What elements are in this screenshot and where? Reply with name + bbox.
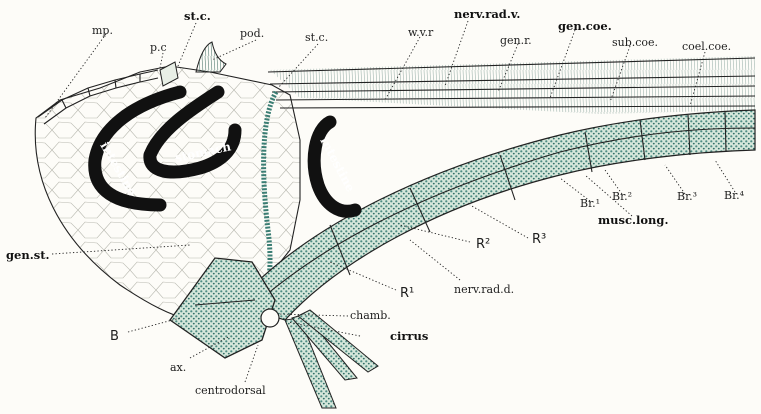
label-Br3: Br.³	[677, 190, 697, 203]
label-R1: R¹	[400, 286, 414, 301]
label-coel-coe: coel.coe.	[682, 40, 731, 53]
label-pod: pod.	[240, 27, 264, 40]
label-wvr: w.v.r	[408, 26, 434, 39]
label-B: B	[110, 329, 119, 344]
label-centrodorsal: centrodorsal	[195, 384, 266, 397]
label-Br1: Br.¹	[580, 197, 600, 210]
cirrus	[285, 310, 378, 408]
label-R3: R³	[532, 232, 546, 247]
label-chamb: chamb.	[350, 309, 391, 322]
label-musc-long: musc.long.	[598, 213, 668, 227]
label-cirrus: cirrus	[390, 329, 428, 343]
label-pc: p.c	[150, 41, 167, 54]
label-sub-coe: sub.coe.	[612, 36, 658, 49]
label-R2: R²	[476, 237, 490, 252]
label-ax: ax.	[170, 361, 186, 374]
label-nerv-rad-d: nerv.rad.d.	[454, 283, 514, 296]
label-stc-top: st.c.	[184, 9, 211, 23]
label-stc-mid: st.c.	[305, 31, 328, 44]
ambulacral-band	[268, 56, 755, 114]
label-mp: mp.	[92, 24, 113, 37]
label-Br2: Br.²	[612, 190, 632, 203]
chamber	[261, 309, 279, 327]
label-Br4: Br.⁴	[724, 189, 745, 202]
label-gen-r: gen.r.	[500, 34, 532, 47]
label-nerv-rad-v: nerv.rad.v.	[454, 7, 520, 21]
label-gen-coe: gen.coe.	[558, 19, 612, 33]
label-gen-st: gen.st.	[6, 248, 50, 262]
